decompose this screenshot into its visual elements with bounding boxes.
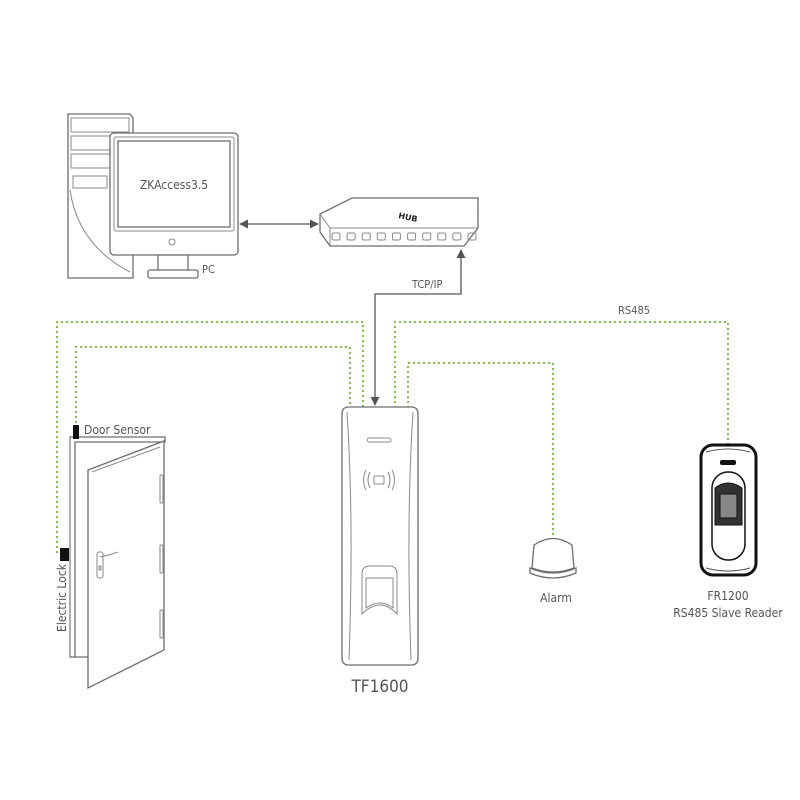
hub-port [452, 232, 462, 241]
pc-device: ZKAccess3.5 PC [67, 113, 239, 279]
hub-port [331, 232, 341, 241]
door-sensor-block [73, 425, 79, 439]
alarm-device [529, 537, 577, 579]
hub-port [407, 232, 417, 241]
hub-port [391, 232, 401, 241]
hub-port [361, 232, 371, 241]
fr1200-sublabel: RS485 Slave Reader [673, 606, 783, 620]
alarm-wire [407, 362, 554, 535]
door-handle [96, 551, 119, 579]
door-frame [69, 436, 166, 658]
network-links [239, 219, 466, 406]
rfid-icon [363, 469, 395, 491]
door-sensor-wire [75, 346, 351, 428]
indicator-slot [366, 437, 392, 443]
pc-label: PC [202, 263, 215, 276]
pc-monitor [109, 132, 239, 279]
electric-lock-wire [56, 321, 364, 553]
hub-port [467, 232, 477, 241]
rs485-wire [394, 321, 729, 445]
electric-lock-block [60, 548, 69, 561]
hub-device: HUB [319, 197, 479, 247]
door: Door Sensor Electric Lock [55, 423, 166, 690]
tcpip-link [370, 249, 466, 406]
pc-screen-text: ZKAccess3.5 [140, 178, 208, 192]
hub-ports [331, 232, 477, 241]
door-leaf [87, 440, 165, 690]
tf1600-label: TF1600 [350, 677, 408, 697]
fr1200-label: FR1200 [707, 589, 748, 603]
tf1600-device [341, 406, 419, 666]
alarm-label: Alarm [540, 591, 572, 605]
hub-port [346, 232, 356, 241]
hub-label: HUB [398, 211, 419, 224]
fingerprint-sensor [361, 565, 398, 616]
fr1200-device [699, 443, 758, 577]
door-sensor-label: Door Sensor [84, 423, 151, 437]
hub-port [422, 232, 432, 241]
tcpip-label: TCP/IP [411, 278, 443, 291]
wires [56, 321, 729, 553]
hub-port [376, 232, 386, 241]
hub-port [437, 232, 447, 241]
rs485-label: RS485 [618, 304, 650, 317]
electric-lock-label: Electric Lock [55, 563, 69, 632]
